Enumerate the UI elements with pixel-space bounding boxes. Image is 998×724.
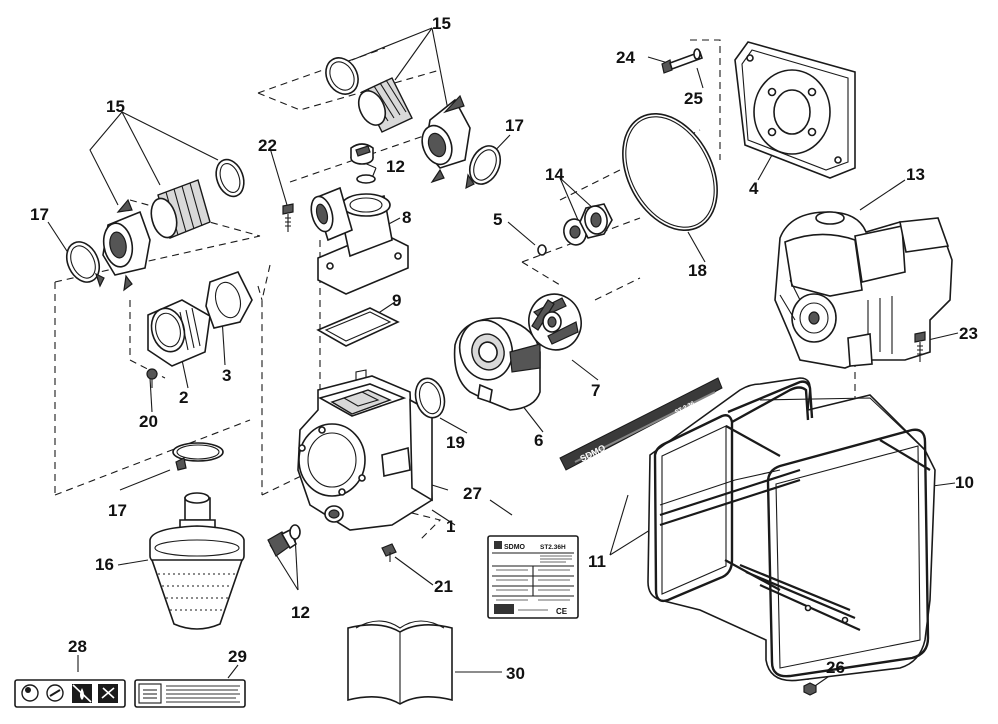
label-21: 21 bbox=[434, 577, 453, 596]
label-29: 29 bbox=[228, 647, 247, 666]
bolt-23 bbox=[914, 331, 926, 362]
label-17-bottom: 17 bbox=[108, 501, 127, 520]
label-11: 11 bbox=[588, 552, 606, 571]
label-30: 30 bbox=[506, 664, 525, 683]
strainer-16 bbox=[149, 442, 245, 630]
label-12-bottom: 12 bbox=[291, 603, 310, 622]
outlet-flange bbox=[146, 271, 253, 388]
label-25: 25 bbox=[684, 89, 703, 108]
drain-plug-top bbox=[350, 143, 376, 184]
label-27: 27 bbox=[463, 484, 482, 503]
plate-ce: CE bbox=[556, 607, 568, 616]
o-ring-18 bbox=[622, 113, 718, 231]
label-7: 7 bbox=[591, 381, 600, 400]
coupling-right bbox=[325, 57, 502, 190]
engine-13 bbox=[774, 211, 953, 369]
pictograms-28 bbox=[14, 679, 126, 708]
label-8: 8 bbox=[402, 208, 411, 227]
label-18: 18 bbox=[688, 261, 707, 280]
label-19: 19 bbox=[446, 433, 465, 452]
label-2: 2 bbox=[179, 388, 188, 407]
impeller-7 bbox=[528, 293, 582, 351]
label-16: 16 bbox=[95, 555, 114, 574]
nut-26 bbox=[803, 682, 817, 696]
label-15-top: 15 bbox=[432, 14, 451, 33]
adapter-plate-4 bbox=[734, 41, 856, 179]
bolt-22 bbox=[282, 203, 294, 232]
part-number-labels: 15 15 17 17 17 12 12 22 8 14 5 18 24 25 … bbox=[30, 14, 978, 683]
frame-10 bbox=[647, 377, 936, 682]
label-23: 23 bbox=[959, 324, 978, 343]
label-13: 13 bbox=[906, 165, 925, 184]
label-14: 14 bbox=[545, 165, 564, 184]
label-4: 4 bbox=[749, 179, 759, 198]
bolt-21 bbox=[381, 543, 397, 562]
seal-parts bbox=[537, 203, 613, 256]
label-17-right: 17 bbox=[505, 116, 524, 135]
label-12-top: 12 bbox=[386, 157, 405, 176]
info-label-29 bbox=[134, 679, 246, 708]
label-1: 1 bbox=[446, 517, 455, 536]
label-17-left: 17 bbox=[30, 205, 49, 224]
drain-plug-bottom bbox=[267, 524, 301, 557]
label-9: 9 bbox=[392, 291, 401, 310]
label-24: 24 bbox=[616, 48, 635, 67]
label-20: 20 bbox=[139, 412, 158, 431]
pump-housing bbox=[297, 369, 433, 531]
plate-brand: SDMO bbox=[504, 544, 526, 551]
volute-6 bbox=[453, 317, 541, 411]
label-15-left: 15 bbox=[106, 97, 125, 116]
coupling-left bbox=[65, 158, 245, 292]
label-3: 3 bbox=[222, 366, 231, 385]
plate-model: ST2.36H bbox=[540, 544, 566, 551]
id-plate-27: SDMO ST2.36H CE bbox=[487, 535, 579, 619]
inlet-elbow bbox=[310, 186, 409, 295]
label-26: 26 bbox=[826, 658, 845, 677]
o-ring-19 bbox=[414, 377, 446, 419]
gasket-9 bbox=[316, 307, 400, 347]
manual-30 bbox=[347, 620, 453, 705]
label-22: 22 bbox=[258, 136, 277, 155]
label-6: 6 bbox=[534, 431, 543, 450]
label-5: 5 bbox=[493, 210, 502, 229]
label-28: 28 bbox=[68, 637, 87, 656]
bolt-24-25 bbox=[661, 48, 704, 74]
label-10: 10 bbox=[955, 473, 974, 492]
